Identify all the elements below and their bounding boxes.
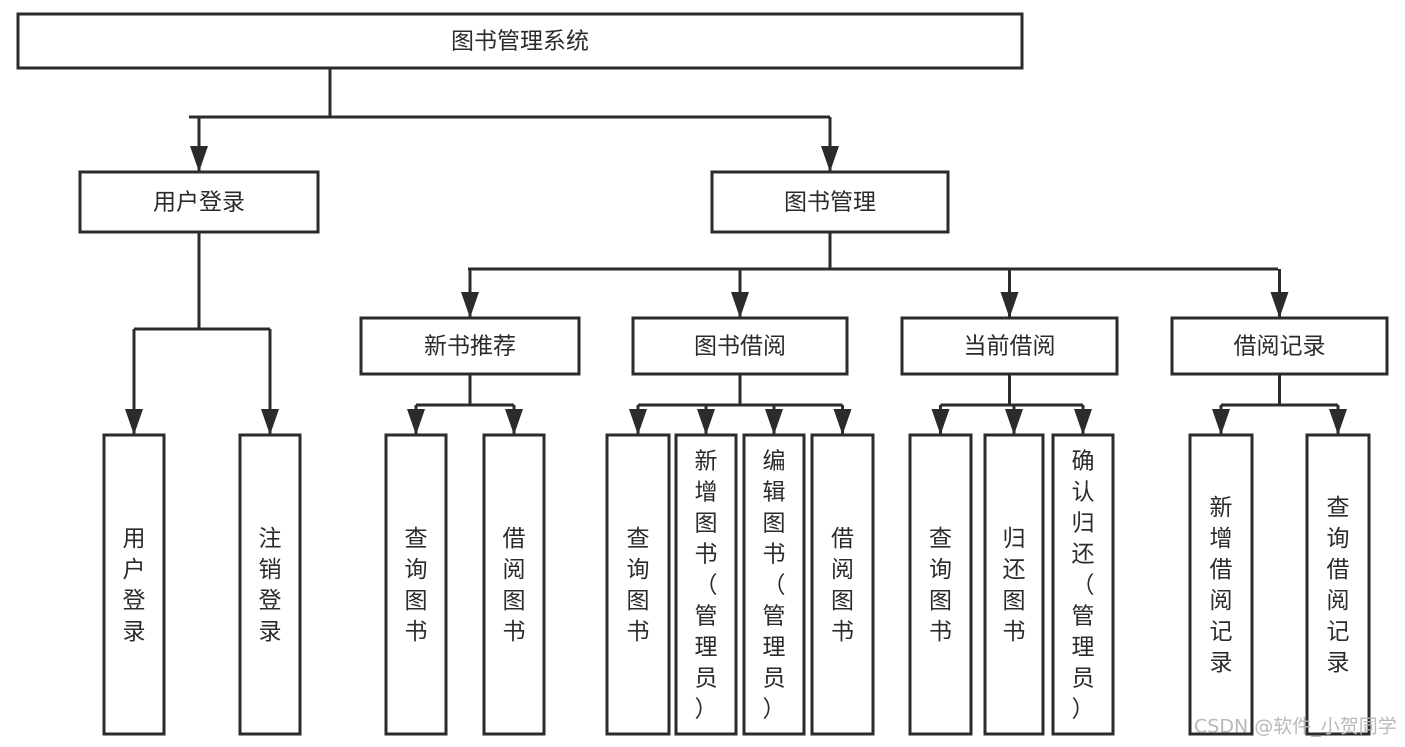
arrow-to-borrow-record [1270,292,1289,318]
arrow-to-leaf-user-login [125,409,143,435]
arrow-to-user-login [190,146,208,172]
node-label-borrow-record: 借阅记录 [1234,334,1326,360]
node-box-leaf-return-book[interactable] [983,433,1045,736]
node-box-leaf-borrow-book[interactable] [810,433,875,736]
node-label-leaf-borrow-book-recommend: 借阅图书 [503,526,526,645]
arrow-to-leaf-edit-book-admin [765,409,783,435]
node-label-leaf-query-book-recommend: 查询图书 [405,526,428,645]
node-current-borrow[interactable]: 当前借阅 [900,316,1119,376]
node-label-current-borrow: 当前借阅 [964,334,1056,360]
node-leaf-add-book-admin[interactable]: 新增图书（管理员） [674,433,738,736]
node-user-login[interactable]: 用户登录 [78,170,320,234]
connector-layer [125,68,1347,435]
node-book-borrow[interactable]: 图书借阅 [631,316,849,376]
arrow-to-leaf-confirm-return-admin [1074,409,1092,435]
node-box-leaf-user-login[interactable] [102,433,166,736]
node-leaf-query-book-borrow[interactable]: 查询图书 [605,433,671,736]
node-leaf-user-login[interactable]: 用户登录 [102,433,166,736]
node-label-leaf-confirm-return-admin: 确认归还（管理员） [1072,448,1095,722]
node-leaf-query-book-recommend[interactable]: 查询图书 [384,433,448,736]
node-box-leaf-query-book-borrow[interactable] [605,433,671,736]
node-root[interactable]: 图书管理系统 [16,12,1024,70]
node-borrow-record[interactable]: 借阅记录 [1170,316,1389,376]
node-label-leaf-return-book: 归还图书 [1003,526,1026,645]
node-layer: 图书管理系统用户登录图书管理新书推荐图书借阅当前借阅借阅记录用户登录注销登录查询… [16,12,1389,736]
node-box-user-login[interactable] [78,170,320,234]
node-label-leaf-user-login: 用户登录 [123,526,146,645]
node-box-leaf-add-borrow-record[interactable] [1188,433,1254,736]
node-leaf-query-book-current[interactable]: 查询图书 [908,433,973,736]
node-box-leaf-logout-login[interactable] [238,433,302,736]
node-box-book-manage[interactable] [710,170,950,234]
node-box-leaf-add-book-admin[interactable] [674,433,738,736]
arrow-to-book-borrow [731,292,749,318]
arrow-to-current-borrow [1000,292,1019,318]
node-box-borrow-record[interactable] [1170,316,1389,376]
node-box-leaf-edit-book-admin[interactable] [742,433,806,736]
node-box-leaf-query-book-current[interactable] [908,433,973,736]
node-label-book-borrow: 图书借阅 [694,334,786,360]
arrow-to-leaf-query-borrow-record [1329,409,1347,435]
arrow-to-leaf-query-book-borrow [629,409,647,435]
arrow-to-leaf-add-borrow-record [1212,409,1230,435]
node-box-leaf-borrow-book-recommend[interactable] [482,433,546,736]
node-label-leaf-query-book-current: 查询图书 [929,526,952,645]
node-label-leaf-query-book-borrow: 查询图书 [627,526,650,645]
node-leaf-borrow-book[interactable]: 借阅图书 [810,433,875,736]
node-label-user-login: 用户登录 [153,190,245,216]
node-leaf-logout-login[interactable]: 注销登录 [238,433,302,736]
arrow-to-leaf-borrow-book-recommend [505,409,523,435]
arrow-to-leaf-query-book-current [931,409,950,435]
node-leaf-confirm-return-admin[interactable]: 确认归还（管理员） [1051,433,1115,736]
arrow-to-leaf-query-book-recommend [407,409,425,435]
node-box-root[interactable] [16,12,1024,70]
csdn-watermark: CSDN @软件_小贺同学 [1194,716,1397,738]
arrow-to-new-book-recommend [461,292,479,318]
node-new-book-recommend[interactable]: 新书推荐 [359,316,581,376]
node-box-new-book-recommend[interactable] [359,316,581,376]
node-label-leaf-query-borrow-record: 查询借阅记录 [1327,495,1350,676]
node-box-leaf-query-book-recommend[interactable] [384,433,448,736]
node-label-leaf-logout-login: 注销登录 [259,526,282,645]
node-box-current-borrow[interactable] [900,316,1119,376]
node-leaf-query-borrow-record[interactable]: 查询借阅记录 [1305,433,1371,736]
node-book-manage[interactable]: 图书管理 [710,170,950,234]
arrow-to-leaf-return-book [1005,409,1023,435]
node-label-leaf-borrow-book: 借阅图书 [831,526,854,645]
node-label-leaf-edit-book-admin: 编辑图书（管理员） [763,448,786,722]
node-label-leaf-add-borrow-record: 新增借阅记录 [1210,495,1233,676]
node-leaf-return-book[interactable]: 归还图书 [983,433,1045,736]
node-leaf-edit-book-admin[interactable]: 编辑图书（管理员） [742,433,806,736]
node-label-root: 图书管理系统 [451,29,589,55]
node-leaf-borrow-book-recommend[interactable]: 借阅图书 [482,433,546,736]
node-label-new-book-recommend: 新书推荐 [424,334,516,360]
node-box-leaf-query-borrow-record[interactable] [1305,433,1371,736]
arrow-to-leaf-logout-login [261,409,279,435]
arrow-to-leaf-add-book-admin [697,409,715,435]
node-label-leaf-add-book-admin: 新增图书（管理员） [695,448,718,722]
node-label-book-manage: 图书管理 [784,190,876,216]
arrow-to-leaf-borrow-book [833,409,852,435]
node-box-leaf-confirm-return-admin[interactable] [1051,433,1115,736]
node-leaf-add-borrow-record[interactable]: 新增借阅记录 [1188,433,1254,736]
arrow-to-book-manage [821,146,839,172]
node-box-book-borrow[interactable] [631,316,849,376]
